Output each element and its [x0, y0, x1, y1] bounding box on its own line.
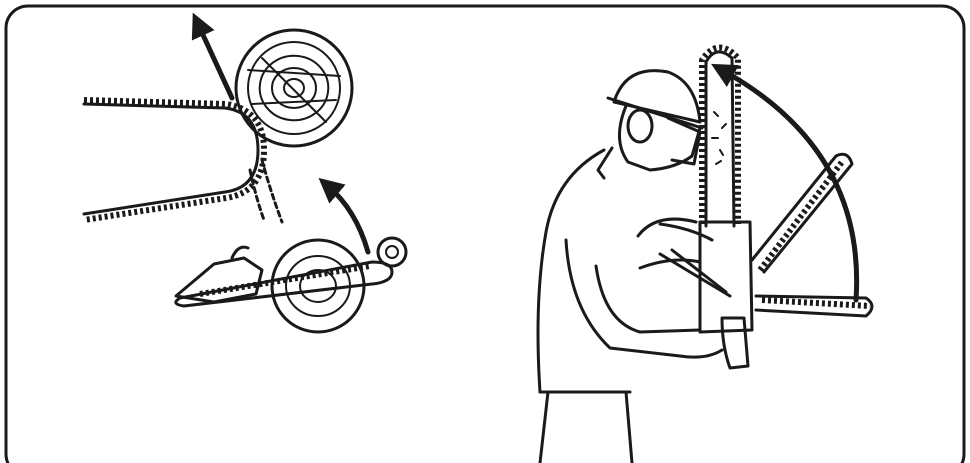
illustration-border	[6, 6, 964, 463]
